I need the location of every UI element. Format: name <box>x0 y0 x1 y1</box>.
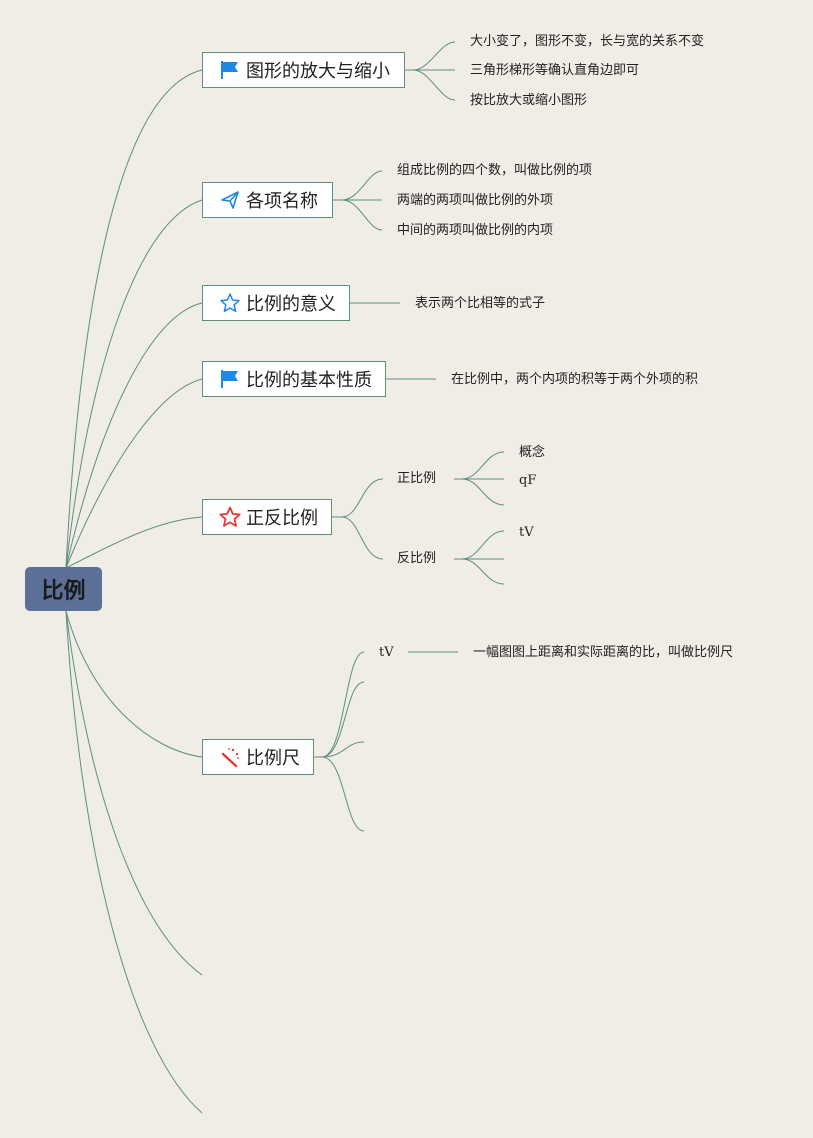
flag-icon <box>219 368 241 390</box>
leaf-text: 按比放大或缩小图形 <box>470 93 588 108</box>
topic-scale[interactable]: 比例尺 <box>202 739 314 775</box>
leaf-text: 组成比例的四个数，叫做比例的项 <box>397 163 593 178</box>
root-topic[interactable]: 比例 <box>25 567 102 611</box>
leaf-text: 三角形梯形等确认直角边即可 <box>470 63 640 78</box>
topic-label: 比例尺 <box>246 748 300 769</box>
topic-ratio-meaning[interactable]: 比例的意义 <box>202 285 350 321</box>
leaf-text: 表示两个比相等的式子 <box>415 296 546 311</box>
topic-label: 比例的意义 <box>246 294 336 315</box>
leaf-text: 中间的两项叫做比例的内项 <box>397 223 554 238</box>
topic-direct-inverse[interactable]: 正反比例 <box>202 499 332 535</box>
leaf-text: 在比例中，两个内项的积等于两个外项的积 <box>451 372 699 387</box>
subtopic-label[interactable]: 正比例 <box>397 471 437 486</box>
leaf-text: tV <box>519 525 534 540</box>
topic-label: 比例的基本性质 <box>246 370 372 391</box>
topic-graphic-scaling[interactable]: 图形的放大与缩小 <box>202 52 405 88</box>
leaf-text: 概念 <box>519 445 546 460</box>
star-outline-icon <box>219 292 241 314</box>
leaf-text: 两端的两项叫做比例的外项 <box>397 193 554 208</box>
leaf-text: 大小变了，图形不变，长与宽的关系不变 <box>470 34 705 49</box>
subtopic-label[interactable]: tV <box>379 645 394 660</box>
leaf-text: 一幅图图上距离和实际距离的比，叫做比例尺 <box>473 645 734 660</box>
paper-plane-icon <box>219 189 241 211</box>
topic-label: 图形的放大与缩小 <box>246 61 390 82</box>
topic-basic-property[interactable]: 比例的基本性质 <box>202 361 386 397</box>
flag-icon <box>219 59 241 81</box>
red-star-icon <box>219 506 241 528</box>
leaf-text: qF <box>519 473 537 488</box>
magic-wand-icon <box>219 746 241 768</box>
topic-term-names[interactable]: 各项名称 <box>202 182 333 218</box>
topic-label: 正反比例 <box>246 508 318 529</box>
subtopic-label[interactable]: 反比例 <box>397 551 437 566</box>
topic-label: 各项名称 <box>246 191 318 212</box>
